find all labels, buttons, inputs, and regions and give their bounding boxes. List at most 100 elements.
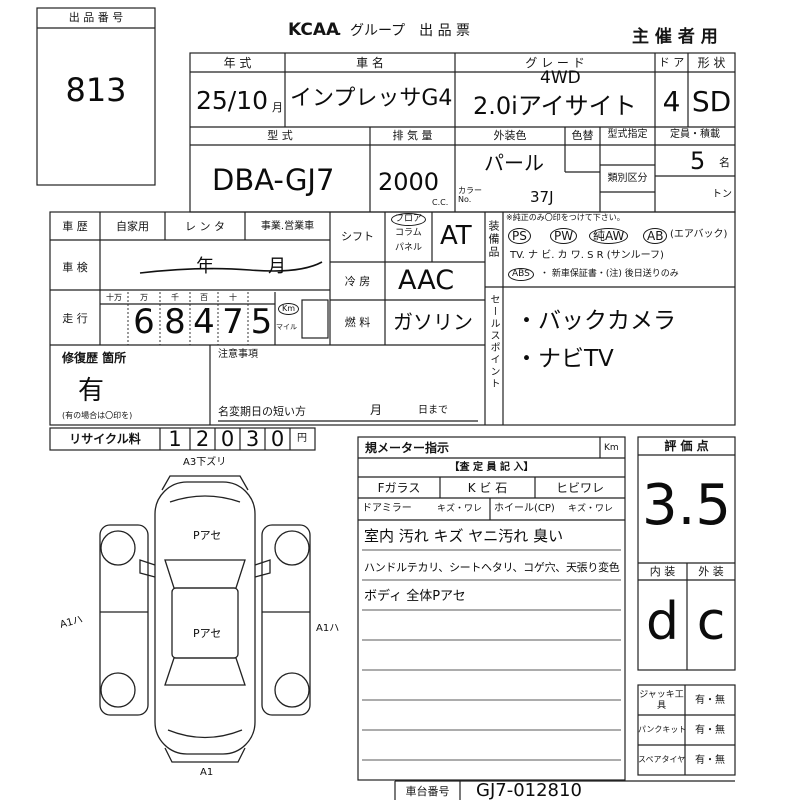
puncture-kit-label: パンクキット: [638, 725, 687, 734]
puncture-kit-value: 有・無: [695, 725, 725, 736]
mileage-digit: 4: [193, 302, 215, 342]
type-designation-label: 型式指定: [607, 129, 648, 140]
shift-value: AT: [440, 221, 472, 251]
interior-label: 内 装: [649, 565, 676, 578]
inspector-remark: ボディ 全体Pアセ: [364, 589, 466, 604]
mileage-digit: 8: [164, 302, 186, 342]
capacity-unit: 名: [719, 156, 730, 169]
mileage-digit: 5: [250, 302, 273, 342]
stone-chip-label: K ビ 石: [467, 481, 508, 495]
name-change-month: 月: [370, 403, 383, 417]
shift-option-column: コラム: [395, 228, 422, 238]
sales-points-label: セールスポイント: [488, 294, 499, 390]
score-label: 評 価 点: [664, 439, 709, 453]
history-option-rental: レ ン タ: [185, 220, 225, 233]
equipment-airbag-note: (エアバック): [670, 229, 728, 240]
damage-note-front: A3下ズリ: [183, 457, 227, 468]
repair-value: 有: [78, 376, 105, 406]
sales-point-item: ・バックカメラ: [515, 308, 676, 334]
copy-label: 主 催 者 用: [632, 27, 718, 47]
sales-point-item: ・ナビTV: [515, 346, 614, 372]
equipment-abs: ABS: [508, 268, 534, 281]
exterior-grade: c: [696, 592, 726, 652]
equipment-pw: PW: [550, 228, 578, 244]
repair-note: (有の場合は〇印を): [62, 411, 133, 420]
inspection-month-unit: 月: [268, 256, 286, 277]
mileage-unit-km: Km: [278, 303, 300, 315]
year-month-unit: 月: [272, 101, 283, 114]
model-value: DBA-GJ7: [212, 163, 335, 197]
capacity-value: 5: [690, 147, 706, 175]
wheel-label: ホイール(CP): [494, 503, 555, 514]
equipment-label: 装備品: [487, 220, 500, 259]
color-change-label: 色替: [571, 129, 594, 142]
recycle-label: リサイクル料: [69, 432, 141, 446]
sheet-title: ．グループ 出 品 票: [336, 23, 471, 39]
meter-unit: Km: [604, 443, 619, 453]
color-label: 外装色: [493, 129, 527, 142]
shift-option-panel: パネル: [395, 243, 423, 253]
jack-tools-value: 有・無: [695, 695, 725, 706]
color-value: パール: [484, 151, 544, 175]
equipment-ps: PS: [508, 228, 531, 244]
name-change-day: 日まで: [418, 405, 448, 416]
fuel-label: 燃 料: [344, 316, 371, 329]
mileage-place-ten-thousand: 万: [140, 293, 148, 302]
inspection-label: 車 検: [62, 261, 88, 274]
load-unit: トン: [712, 189, 732, 200]
car-name-value: インプレッサG4: [290, 86, 453, 111]
year-value: 25/10: [196, 86, 269, 115]
door-mirror-label: ドアミラー: [362, 503, 412, 514]
displacement-unit: C.C.: [432, 198, 449, 207]
shape-value: SD: [691, 85, 732, 118]
inspection-year-unit: 年: [196, 256, 214, 277]
inspection-strike: [139, 261, 323, 274]
capacity-label: 定員・積載: [670, 129, 720, 140]
mileage-digit: 7: [222, 302, 244, 342]
doors-label: ド ア: [658, 56, 685, 69]
repair-label: 修復歴 箇所: [62, 351, 127, 365]
shape-label: 形 状: [697, 56, 726, 70]
windshield-label: Fガラス: [377, 481, 421, 495]
door-mirror-options: キズ・ワレ: [437, 504, 483, 514]
grade-label: グ レ ー ド: [525, 56, 585, 70]
mileage-label: 走 行: [62, 312, 88, 325]
shift-option-floor: フロア: [391, 213, 427, 226]
history-label: 車 歴: [62, 220, 88, 233]
name-change-label: 名変期日の短い方: [218, 405, 306, 418]
shift-label: シフト: [341, 230, 374, 243]
ac-value: AAC: [398, 265, 455, 296]
inspector-section-label: 【査 定 員 記 入】: [449, 462, 534, 473]
crack-label: ヒビワレ: [555, 481, 604, 495]
lot-header: 出 品 番 号: [68, 11, 124, 24]
inspector-remark: 室内 汚れ キズ ヤニ汚れ 臭い: [364, 527, 564, 545]
damage-note-right: A1ハ: [316, 623, 340, 634]
recycle-digit: 2: [195, 427, 210, 451]
grade-value: 2.0iアイサイト: [473, 92, 637, 120]
color-no-label: カラー No.: [458, 186, 482, 204]
exterior-label: 外 装: [698, 565, 724, 578]
car-name-label: 車 名: [356, 56, 384, 70]
color-no-value: 37J: [530, 188, 554, 206]
overall-score: 3.5: [641, 473, 732, 538]
interior-grade: d: [645, 592, 679, 652]
notes-label: 注意事項: [218, 349, 258, 360]
meter-label: 規メーター指示: [365, 441, 450, 455]
displacement-label: 排 気 量: [392, 129, 433, 142]
equipment-row3: ・ 新車保証書・(注) 後日送りのみ: [540, 269, 679, 279]
damage-note-roof: Pアセ: [193, 627, 222, 640]
history-option-business: 事業.営業車: [260, 221, 315, 232]
damage-note-hood: Pアセ: [193, 529, 222, 542]
mileage-digit: 6: [133, 302, 155, 342]
chassis-label: 車台番号: [405, 785, 450, 798]
equipment-alloy-wheels: 純AW: [589, 228, 629, 244]
inspector-remark: ハンドルテカリ、シートヘタリ、コゲ穴、天張り変色: [364, 561, 620, 574]
car-outline: [99, 475, 311, 763]
model-label: 型 式: [267, 129, 293, 142]
mileage-place-hundred-thousand: 十万: [106, 293, 122, 302]
equipment-airbag: AB: [643, 228, 668, 244]
mileage-place-hundred: 百: [200, 293, 208, 302]
